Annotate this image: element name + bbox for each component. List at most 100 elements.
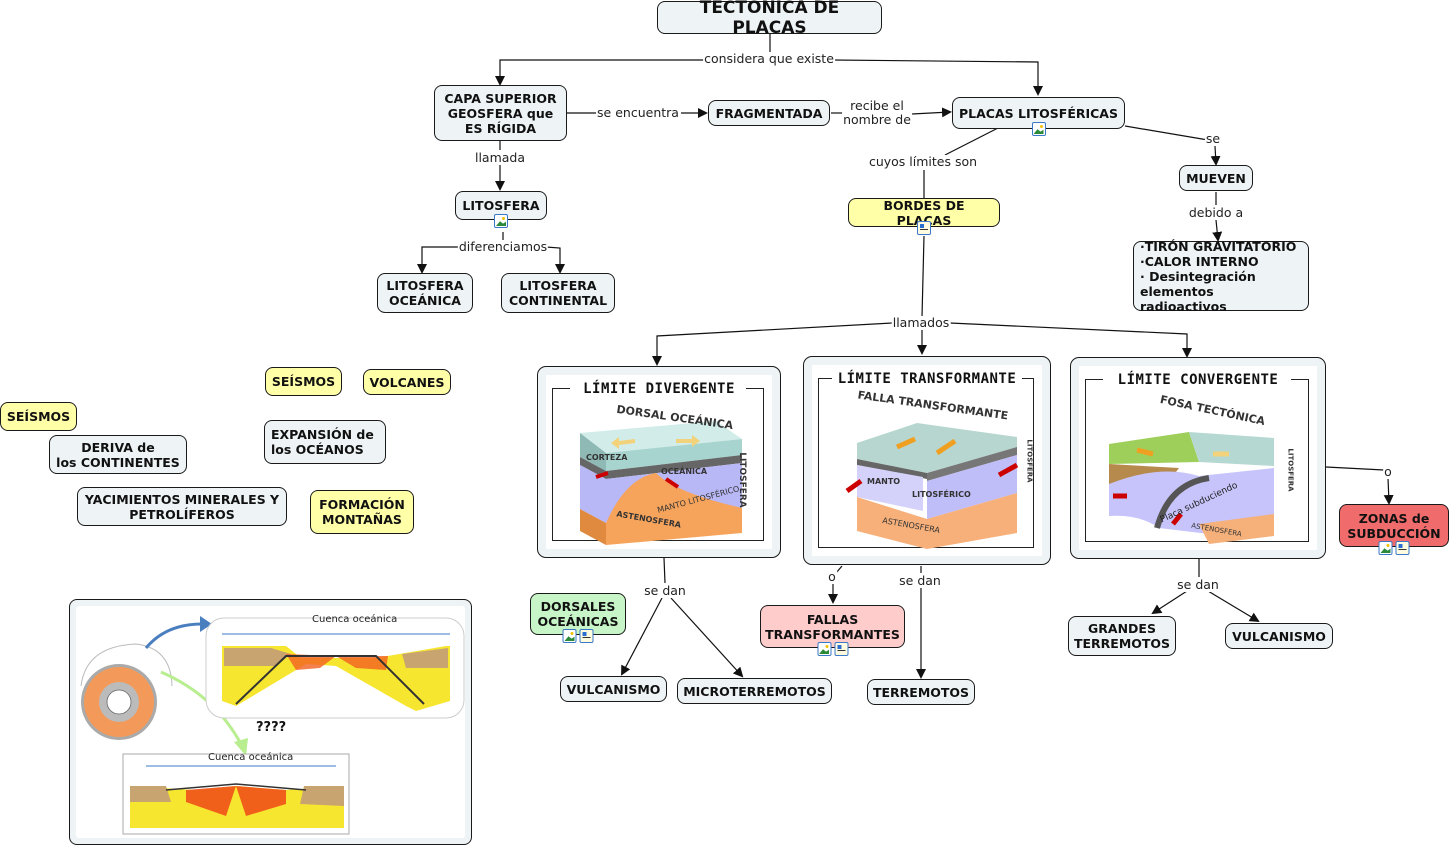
concept-label: EXPANSIÓN de los OCÉANOS: [271, 427, 374, 457]
concept-litosfera-continental[interactable]: LITOSFERA CONTINENTAL: [501, 273, 615, 313]
concept-mueven[interactable]: MUEVEN: [1179, 165, 1253, 191]
concept-image-cuenca-oceanica[interactable]: Cuenca oceánica Cuenca oceánica ????: [69, 599, 472, 845]
link-llamados-a: [921, 235, 925, 318]
panel-frame: [1085, 379, 1309, 542]
concept-vulcanismo-convergente[interactable]: VULCANISMO: [1225, 623, 1333, 649]
concept-label: MICROTERREMOTOS: [683, 683, 826, 699]
document-resource-icon[interactable]: [917, 221, 931, 235]
link-label-considera: considera que existe: [703, 51, 835, 66]
concept-formacion-montanas[interactable]: FORMACIÓN MONTAÑAS: [310, 490, 414, 534]
image-resource-icon[interactable]: [1378, 541, 1393, 555]
concept-expansion-oceanos[interactable]: EXPANSIÓN de los OCÉANOS: [264, 420, 386, 464]
panel-frame: [552, 388, 764, 541]
concept-label: TERREMOTOS: [872, 684, 970, 700]
link-div-micro: [670, 597, 744, 678]
concept-tectonica-de-placas[interactable]: TECTÓNICA DE PLACAS: [657, 0, 882, 38]
caption-cuenca-top: Cuenca oceánica: [312, 614, 398, 625]
panel-label: LITOSFERA: [1025, 439, 1034, 483]
concept-label: LITOSFERA: [462, 198, 540, 213]
link-label-recibe: recibe el nombre de: [842, 98, 912, 127]
link-label-o-trans: o: [827, 569, 837, 584]
concept-yacimientos[interactable]: YACIMIENTOS MINERALES Y PETROLÍFEROS: [77, 487, 287, 526]
link-label-cuyos: cuyos límites son: [867, 154, 979, 169]
concept-fragmentada[interactable]: FRAGMENTADA: [708, 100, 830, 126]
concept-volcanes[interactable]: VOLCANES: [363, 369, 451, 395]
image-resource-icon[interactable]: [1031, 122, 1046, 136]
concept-label: GRANDES TERREMOTOS: [1073, 621, 1171, 651]
concept-microterremotos[interactable]: MICROTERREMOTOS: [677, 678, 832, 704]
link-label-diferenciamos: diferenciamos: [457, 239, 549, 254]
concept-vulcanismo-divergente[interactable]: VULCANISMO: [560, 676, 667, 702]
convergent-boundary-diagram: [1109, 432, 1274, 544]
link-label-se: se: [1204, 131, 1222, 146]
concept-placas-litosfericas[interactable]: PLACAS LITOSFÉRICAS: [952, 97, 1125, 136]
link-label-llamados: llamados: [891, 315, 951, 330]
concept-label: LITOSFERA CONTINENTAL: [508, 278, 608, 308]
link-cuyos-a: [944, 127, 999, 156]
link-label-se-dan-trans: se dan: [898, 573, 942, 588]
link-se-a: [1124, 125, 1209, 141]
concept-label: FORMACIÓN MONTAÑAS: [319, 497, 405, 527]
image-resource-icon[interactable]: [562, 629, 577, 643]
question-marks: ????: [256, 720, 287, 735]
concept-grandes-terremotos[interactable]: GRANDES TERREMOTOS: [1068, 616, 1176, 656]
concept-label: VOLCANES: [369, 374, 445, 390]
caption-cuenca-bottom: Cuenca oceánica: [208, 752, 294, 763]
link-conv-o: [1325, 466, 1385, 471]
link-to-placas: [831, 59, 1043, 96]
concept-capa-superior[interactable]: CAPA SUPERIOR GEOSFERA que ES RÍGIDA: [434, 85, 567, 141]
concept-deriva-continentes[interactable]: DERIVA de los CONTINENTES: [49, 435, 187, 474]
link-recibe-b: [911, 107, 952, 118]
link-se-b: [1210, 145, 1221, 166]
image-resource-icon[interactable]: [494, 214, 508, 228]
concept-zonas-subduccion[interactable]: ZONAS de SUBDUCCIÓN: [1339, 504, 1449, 555]
concept-dorsales-oceanicas[interactable]: DORSALES OCEÁNICAS: [530, 593, 626, 643]
concept-fallas-transformantes[interactable]: FALLAS TRANSFORMANTES: [760, 605, 905, 656]
concept-seismos-2[interactable]: SEÍSMOS: [0, 402, 77, 431]
concept-litosfera[interactable]: LITOSFERA: [455, 191, 547, 228]
concept-litosfera-oceanica[interactable]: LITOSFERA OCEÁNICA: [377, 273, 473, 313]
concept-bordes-de-placas[interactable]: BORDES DE PLACAS: [848, 198, 1000, 235]
panel-title: LÍMITE CONVERGENTE: [1079, 372, 1317, 388]
panel-title: LÍMITE TRANSFORMANTE: [812, 371, 1042, 387]
concept-limite-divergente[interactable]: LÍMITE DIVERGENTE DORSAL OCEÁNICA CORTEZ…: [537, 366, 781, 558]
concept-limite-convergente[interactable]: LÍMITE CONVERGENTE FOSA TECTÓNICA LITOSF…: [1070, 357, 1326, 559]
concept-label: TECTÓNICA DE PLACAS: [699, 0, 840, 38]
concept-label: YACIMIENTOS MINERALES Y PETROLÍFEROS: [84, 491, 280, 522]
concept-causas-movimiento[interactable]: ·TIRÓN GRAVITATORIO ·CALOR INTERNO · Des…: [1133, 238, 1309, 314]
document-resource-icon[interactable]: [1395, 541, 1410, 555]
image-resource-icon[interactable]: [817, 642, 831, 656]
concept-label: SEÍSMOS: [271, 374, 336, 389]
earth-cross-section-diagram: [80, 616, 465, 835]
transform-boundary-diagram: [845, 423, 1019, 549]
concept-label: FRAGMENTADA: [715, 105, 823, 121]
link-label-se-dan-div: se dan: [643, 583, 687, 598]
link-conv-grandes: [1151, 590, 1188, 615]
link-to-capa: [495, 59, 706, 86]
link-label-llamada: llamada: [473, 150, 527, 165]
link-llamados-right: [949, 322, 1192, 358]
concept-label: DORSALES OCEÁNICAS: [537, 599, 619, 629]
concept-label: VULCANISMO: [1232, 628, 1326, 644]
panel-label: LITOSFERA: [1286, 448, 1295, 492]
panel-label: MANTO: [867, 477, 901, 486]
concept-label: MUEVEN: [1186, 170, 1246, 186]
link-dif-left: [417, 246, 460, 274]
panel-label: LITOSFERA: [736, 452, 747, 508]
link-debido-b: [1212, 219, 1223, 242]
concept-limite-transformante[interactable]: LÍMITE TRANSFORMANTE FALLA TRANSFORMANTE…: [803, 356, 1051, 565]
concept-seismos-1[interactable]: SEÍSMOS: [265, 367, 342, 396]
document-resource-icon[interactable]: [834, 642, 848, 656]
concept-terremotos[interactable]: TERREMOTOS: [867, 679, 975, 705]
document-resource-icon[interactable]: [579, 629, 594, 643]
concept-label: ZONAS de SUBDUCCIÓN: [1347, 510, 1441, 541]
concept-label: PLACAS LITOSFÉRICAS: [959, 105, 1118, 121]
concept-label: FALLAS TRANSFORMANTES: [765, 611, 900, 642]
panel-label: LITOSFÉRICO: [912, 490, 971, 499]
concept-label: VULCANISMO: [566, 681, 661, 697]
concept-label: LITOSFERA OCEÁNICA: [386, 278, 464, 308]
link-label-se-encuentra: se encuentra: [596, 105, 680, 120]
divergent-boundary-diagram: [580, 421, 742, 545]
panel-label: OCEÁNICA: [661, 467, 708, 476]
concept-label: ·TIRÓN GRAVITATORIO ·CALOR INTERNO · Des…: [1140, 238, 1297, 314]
